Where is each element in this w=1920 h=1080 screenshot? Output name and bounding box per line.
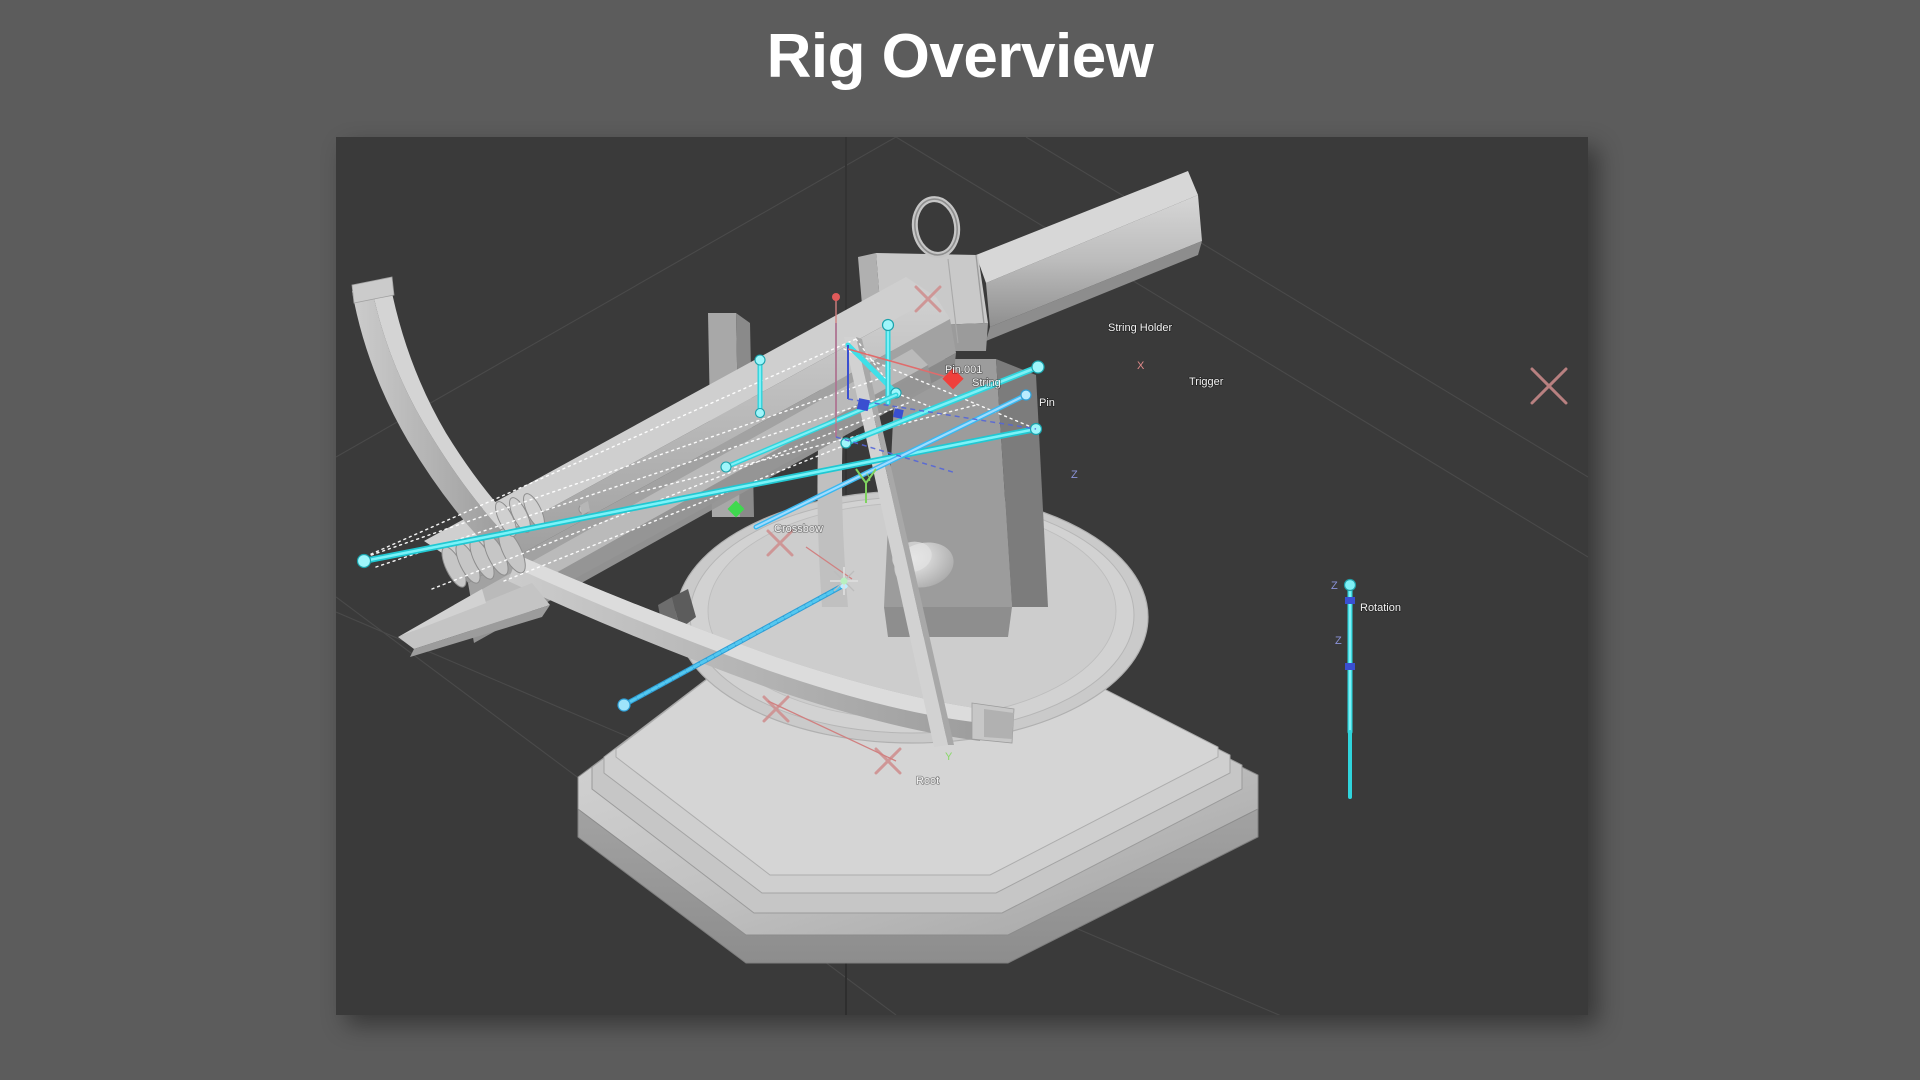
support-strut — [844, 337, 954, 747]
bone-string-holder[interactable] — [881, 318, 895, 406]
x-marker-right — [1530, 367, 1568, 405]
axis-letter-x-upper: X — [1137, 360, 1145, 372]
bone-crossbow[interactable] — [356, 422, 1043, 569]
x-marker-group — [762, 285, 1568, 775]
bone-label-rotation: Rotation — [1360, 602, 1401, 614]
3d-viewport[interactable]: String Holder Pin.001 String Pin Trigger… — [336, 137, 1588, 1015]
bone-label-pin: Pin — [1039, 397, 1055, 409]
bone-label-trigger: Trigger — [1189, 376, 1224, 388]
bone-relationship-lines — [359, 338, 1037, 590]
axis-letter-z-rotation-top: Z — [1331, 580, 1338, 592]
bone-string[interactable] — [753, 389, 1032, 530]
axis-constraint-z — [835, 398, 1037, 474]
x-marker-mid — [766, 529, 794, 557]
page-title: Rig Overview — [766, 22, 1154, 91]
axis-letter-z-rotation-bottom: Z — [1335, 635, 1342, 647]
axis-letter-y-barrel: Y — [866, 472, 874, 484]
bone-label-string-holder: String Holder — [1108, 322, 1173, 334]
bone-trigger[interactable] — [840, 360, 1045, 449]
axis-indicator-y — [855, 468, 877, 503]
axis-letters: Y X Z Z Z Y — [866, 360, 1342, 763]
sight-ring — [911, 196, 961, 258]
origin-widget[interactable] — [767, 546, 897, 762]
bone-label-root: Root — [916, 775, 939, 787]
bone-rotation[interactable] — [1343, 578, 1357, 799]
bone-pin-001[interactable] — [754, 354, 766, 419]
axis-letter-y-root: Y — [945, 751, 953, 763]
x-marker-upper — [914, 285, 942, 313]
bone-labels: String Holder Pin.001 String Pin Trigger… — [773, 321, 1402, 788]
bone-label-pin-001: Pin.001 — [945, 364, 982, 376]
limb-binding-rings — [441, 493, 545, 588]
z-handle-squares — [856, 398, 904, 419]
bone-label-crossbow: Crossbow — [774, 523, 823, 535]
axis-letter-z-mid: Z — [1071, 469, 1078, 481]
bone-label-string: String — [972, 377, 1001, 389]
axis-constraint-x[interactable] — [832, 293, 964, 437]
bolt-arrowhead — [398, 583, 550, 657]
